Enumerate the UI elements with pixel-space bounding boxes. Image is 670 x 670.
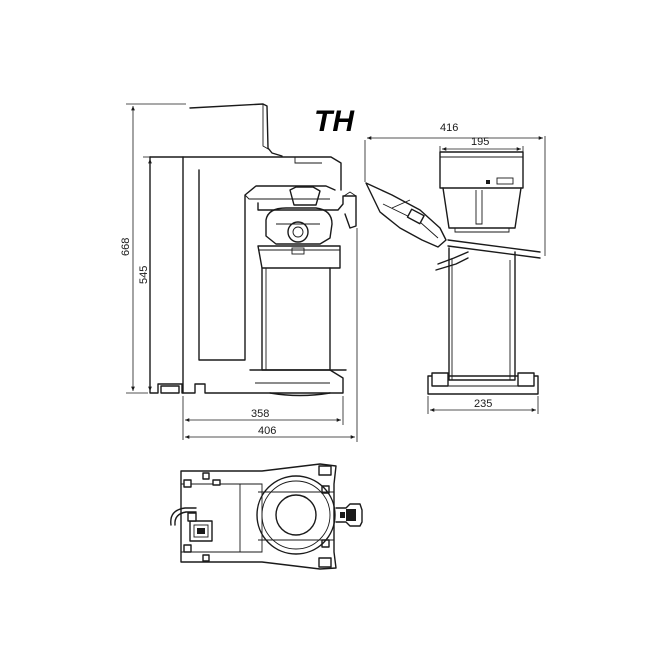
side-dimensions: 668 545 358 406 (120, 103, 358, 442)
flask-top-circle (256, 475, 336, 555)
dim-668: 668 (120, 238, 132, 256)
dim-545: 545 (138, 266, 150, 284)
top-view (170, 463, 363, 570)
side-body-outline (149, 156, 344, 394)
dim-195: 195 (471, 136, 489, 148)
front-view (365, 151, 541, 395)
open-lid (189, 103, 283, 157)
swing-basket (365, 182, 447, 248)
front-housing (439, 151, 524, 189)
dim-416: 416 (440, 122, 458, 134)
flask-body (261, 267, 331, 371)
front-flask (448, 247, 516, 381)
side-view (149, 103, 357, 397)
dim-358: 358 (251, 408, 269, 420)
top-handle (335, 503, 363, 527)
front-dimensions: 416 195 235 (364, 122, 546, 414)
front-base (427, 375, 539, 395)
top-outline (180, 463, 337, 570)
dim-235: 235 (474, 398, 492, 410)
top-tap (170, 507, 197, 526)
brew-funnel (289, 186, 321, 206)
flask-head (265, 207, 333, 245)
model-title: TH (314, 105, 355, 138)
dim-406: 406 (258, 425, 276, 437)
